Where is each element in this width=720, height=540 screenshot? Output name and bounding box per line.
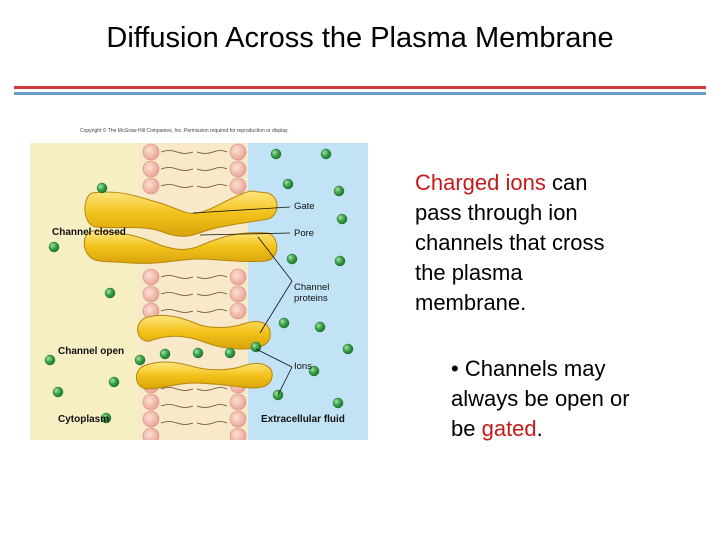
highlight-charged-ions: Charged ions (415, 170, 546, 195)
label-channel-closed: Channel closed (52, 227, 126, 238)
title-rule-red (14, 86, 706, 89)
body-paragraph: Charged ions can pass through ion channe… (415, 168, 665, 318)
highlight-gated: gated (481, 416, 537, 441)
paragraph-line-4: the plasma (415, 260, 523, 285)
paragraph-line-3: channels that cross (415, 230, 605, 255)
membrane-figure (30, 143, 368, 440)
paragraph-line-5: membrane. (415, 290, 527, 315)
label-channel-open: Channel open (58, 346, 125, 357)
label-cytoplasm: Cytoplasm (58, 414, 110, 425)
paragraph-line-2: pass through ion (415, 200, 578, 225)
bullet-line-3-prefix: be (451, 416, 482, 441)
bullet-line-3: be gated. (451, 414, 701, 444)
bullet-line-1: • Channels may (451, 356, 606, 381)
bullet-point: • Channels may always be open or be gate… (451, 354, 701, 444)
phospholipid-heads-inner (142, 143, 160, 440)
cytoplasm-region (30, 143, 154, 440)
callout-pore: Pore (294, 228, 315, 239)
paragraph-line-1: Charged ions can (415, 168, 665, 198)
closed-channel-protein (83, 190, 278, 264)
figure-copyright: Copyright © The McGraw-Hill Companies, I… (80, 128, 289, 134)
leader-lines (192, 206, 293, 396)
slide-title: Diffusion Across the Plasma Membrane (106, 22, 614, 54)
phospholipid-heads-outer (229, 143, 247, 440)
label-extracellular-fluid: Extracellular fluid (261, 414, 345, 425)
callout-channel-proteins-2: proteins (294, 293, 328, 304)
callout-gate: Gate (294, 201, 315, 212)
callout-ions: Ions (294, 361, 312, 372)
bullet-line-2: always be open or (451, 386, 630, 411)
open-channel-protein (136, 314, 273, 390)
bullet-line-3-suffix: . (536, 416, 543, 441)
ions (44, 148, 354, 424)
callout-channel-proteins-1: Channel (294, 282, 330, 293)
lipid-tails (160, 150, 228, 425)
title-rule-blue (14, 92, 706, 95)
paragraph-line-1-rest: can (545, 170, 588, 195)
